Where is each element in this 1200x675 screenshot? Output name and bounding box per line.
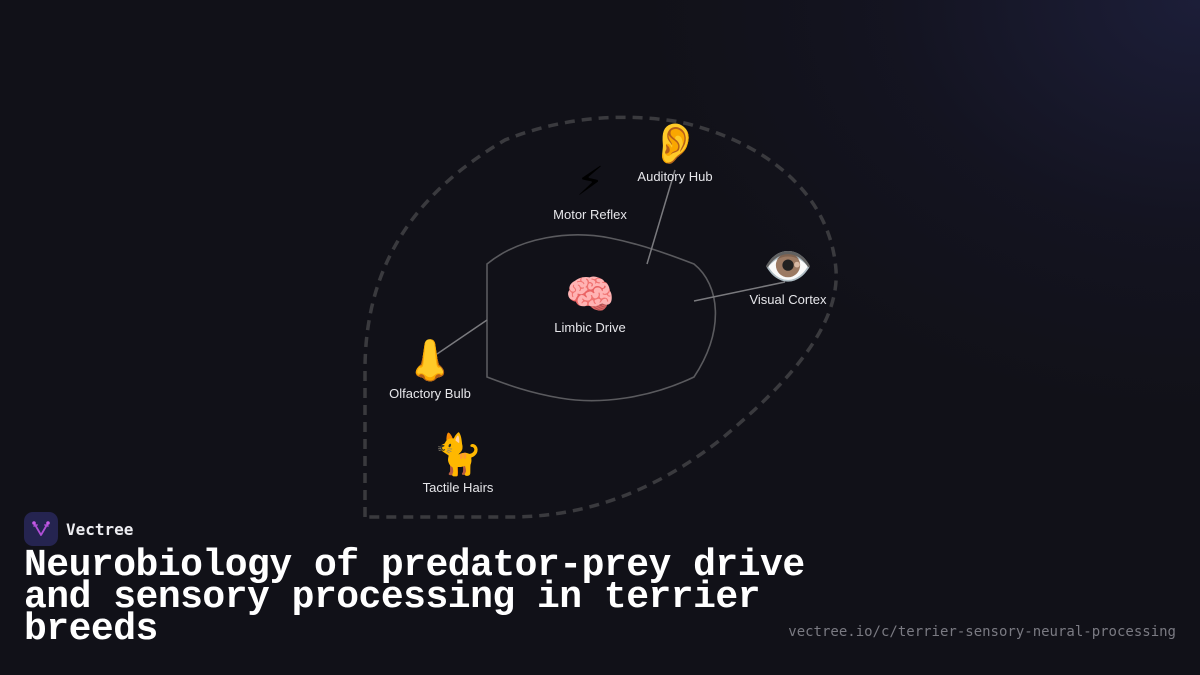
node-label: Visual Cortex	[749, 292, 827, 307]
brand[interactable]: Vectree	[24, 512, 133, 546]
inner-boundary	[486, 234, 717, 402]
node-motor-reflex[interactable]: ⚡ Motor Reflex	[553, 159, 627, 222]
node-label: Tactile Hairs	[422, 480, 494, 495]
node-auditory-hub[interactable]: 👂 Auditory Hub	[637, 121, 712, 184]
node-label: Olfactory Bulb	[389, 386, 471, 401]
page-title: Neurobiology of predator-prey drive and …	[24, 544, 805, 651]
vectree-logo-icon	[24, 512, 58, 546]
brain-icon: 🧠	[565, 272, 615, 318]
connector-auditory	[646, 169, 676, 265]
brand-name: Vectree	[66, 519, 134, 539]
node-label: Motor Reflex	[553, 207, 627, 222]
connector-olfactory	[436, 319, 488, 355]
node-label: Limbic Drive	[554, 320, 626, 335]
cat-icon: 🐈	[433, 432, 483, 478]
node-olfactory-bulb[interactable]: 👃 Olfactory Bulb	[389, 338, 471, 401]
connector-visual	[693, 281, 786, 302]
node-visual-cortex[interactable]: 👁️ Visual Cortex	[749, 244, 826, 307]
source-url[interactable]: vectree.io/c/terrier-sensory-neural-proc…	[788, 624, 1176, 640]
node-label: Auditory Hub	[637, 169, 713, 184]
outer-boundary	[363, 115, 838, 519]
ear-icon: 👂	[650, 121, 700, 167]
node-limbic-drive[interactable]: 🧠 Limbic Drive	[554, 272, 626, 335]
nose-icon: 👃	[405, 338, 455, 384]
node-tactile-hairs[interactable]: 🐈 Tactile Hairs	[423, 432, 494, 495]
lightning-icon: ⚡	[575, 159, 605, 205]
eye-icon: 👁️	[763, 244, 813, 290]
